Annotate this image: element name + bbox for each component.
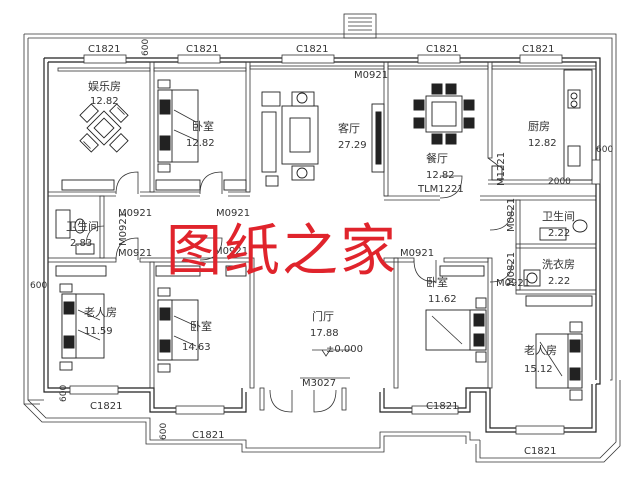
room-elevation-foyer: ±0.000 <box>326 344 363 355</box>
door-code: M0921 <box>354 70 388 81</box>
door-code: M0921 <box>214 246 248 257</box>
kitchen-counter <box>491 69 593 181</box>
room-name-dining: 餐厅 <box>426 151 448 165</box>
dim-600-bottom: 600 <box>159 423 169 440</box>
room-name-bath-left: 卫生间 <box>66 219 99 233</box>
tv-cabinet <box>371 103 385 173</box>
room-area-elder-left: 11.59 <box>84 326 113 337</box>
dim-600-bottom-left: 600 <box>59 385 69 402</box>
window-code: C1821 <box>186 44 218 55</box>
room-area-bedroom-right: 11.62 <box>428 294 457 305</box>
room-name-elder-right: 老人房 <box>524 344 557 357</box>
bath-fixtures-right <box>523 219 588 287</box>
door-code: M0921 <box>400 248 434 259</box>
door-code: M0821 <box>506 252 517 286</box>
room-area-elder-right: 15.12 <box>524 364 553 375</box>
door-code: M1221 <box>496 152 507 186</box>
door-code: M0921 <box>118 212 129 246</box>
room-name-entertainment: 娱乐房 <box>88 79 121 93</box>
wardrobes <box>55 179 593 307</box>
room-area-kitchen: 12.82 <box>528 138 557 149</box>
bed-top-bedroom <box>157 79 199 173</box>
room-name-bedroom-bottom: 卧室 <box>190 319 212 333</box>
room-area-entertainment: 12.82 <box>90 96 119 107</box>
window-code: C1821 <box>88 44 120 55</box>
bed-elder-left <box>59 283 105 371</box>
dim-600-top-mid: 600 <box>141 39 151 56</box>
watermark: 图纸之家 <box>166 219 398 284</box>
sofa-set <box>261 91 319 187</box>
door-code-main: M3027 <box>302 378 336 389</box>
door-code: M0921 <box>216 208 250 219</box>
room-area-bedroom-top: 12.82 <box>186 138 215 149</box>
door-code: M0821 <box>506 198 517 232</box>
door-code: M0921 <box>118 248 152 259</box>
bed-bottom-bedroom <box>157 287 199 373</box>
room-area-bath-left: 2.83 <box>70 238 92 249</box>
window-code: C1821 <box>522 44 554 55</box>
room-area-foyer: 17.88 <box>310 328 339 339</box>
window-code: C1821 <box>90 401 122 412</box>
elevation-marker <box>312 349 352 357</box>
room-name-laundry: 洗衣房 <box>542 257 575 271</box>
room-name-foyer: 门厅 <box>312 309 334 323</box>
windows <box>69 54 601 435</box>
room-name-living: 客厅 <box>338 121 360 135</box>
dining-table <box>413 83 475 145</box>
room-area-bedroom-bottom: 14.63 <box>182 342 211 353</box>
dim-600-left: 600 <box>30 281 47 291</box>
dim-600-right: 600 <box>596 145 613 155</box>
room-name-kitchen: 厨房 <box>528 120 550 133</box>
window-code: C1821 <box>426 401 458 412</box>
room-name-bedroom-right: 卧室 <box>426 275 448 289</box>
room-area-bath-right: 2.22 <box>548 228 570 239</box>
bed-elder-right <box>535 321 583 401</box>
bed-right-bedroom <box>425 297 487 363</box>
room-name-bath-right: 卫生间 <box>542 209 575 223</box>
door-code: TLM1221 <box>417 184 464 195</box>
dim-2000: 2000 <box>548 177 571 187</box>
window-code: C1821 <box>426 44 458 55</box>
window-code: C1821 <box>192 430 224 441</box>
room-name-elder-left: 老人房 <box>84 306 117 319</box>
room-area-dining: 12.82 <box>426 170 455 181</box>
chimney <box>343 13 377 39</box>
room-area-living: 27.29 <box>338 140 367 151</box>
roof-outline <box>23 33 621 463</box>
room-name-bedroom-top: 卧室 <box>192 119 214 133</box>
entertainment-table <box>79 103 129 153</box>
room-area-laundry: 2.22 <box>548 276 570 287</box>
interior-walls <box>47 61 597 389</box>
window-code: C1821 <box>296 44 328 55</box>
door-code: M0921 <box>496 278 530 289</box>
window-code: C1821 <box>524 446 556 457</box>
door-code: M0921 <box>118 208 152 219</box>
bath-fixtures-left <box>55 209 95 255</box>
